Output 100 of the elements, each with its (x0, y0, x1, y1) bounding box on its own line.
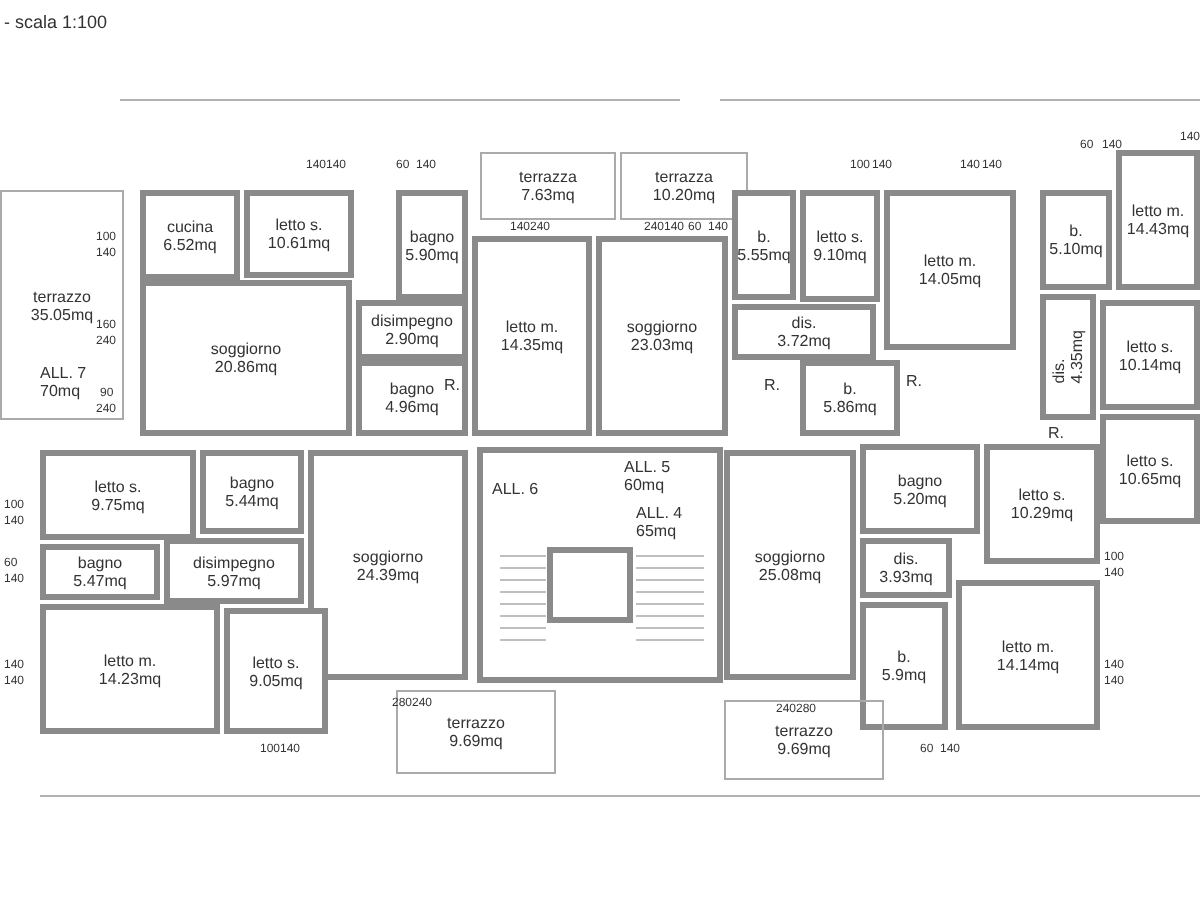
room-area: 5.10mq (1049, 240, 1103, 258)
room (200, 450, 304, 534)
room-area: 14.43mq (1126, 220, 1190, 238)
terrace-area (0, 190, 124, 420)
room-area: 23.03mq (630, 336, 694, 354)
room-name: bagno (409, 227, 455, 245)
room-area: 9.05mq (249, 671, 303, 689)
room-area: 9.10mq (813, 246, 867, 264)
room (732, 304, 876, 360)
room-name: b. (1069, 222, 1083, 240)
room-name: terrazzo (447, 714, 505, 732)
room (396, 190, 468, 300)
room-name: letto s. (275, 216, 323, 234)
room-name: disimpegno (371, 312, 453, 330)
room-name: letto s. (1126, 451, 1174, 469)
room-area: 10.20mq (652, 186, 716, 204)
room-name: bagno (229, 474, 275, 492)
room-area: 20.86mq (214, 358, 278, 376)
room-name: soggiorno (352, 547, 424, 565)
room-area: 9.75mq (91, 495, 145, 513)
room-name: cucina (166, 217, 214, 235)
room (40, 450, 196, 540)
room-name: letto s. (252, 653, 300, 671)
room (724, 450, 856, 680)
room (356, 300, 468, 360)
room-area: 24.39mq (356, 565, 420, 583)
room-name: terrazzo (33, 287, 91, 305)
room (1040, 294, 1096, 420)
room-name: soggiorno (626, 318, 698, 336)
room (984, 444, 1100, 564)
room-area: 35.05mq (30, 305, 94, 323)
room (1100, 300, 1200, 410)
room (1116, 150, 1200, 290)
room-name: letto s. (816, 228, 864, 246)
room-name: letto m. (923, 252, 977, 270)
scale-title: - scala 1:100 (4, 12, 108, 32)
room (1100, 414, 1200, 524)
room-name: bagno (389, 380, 435, 398)
room (884, 190, 1016, 350)
room-area: 9.69mq (449, 732, 503, 750)
room (244, 190, 354, 278)
room (40, 604, 220, 734)
room-name: letto s. (1018, 486, 1066, 504)
room-name: terrazza (655, 168, 713, 186)
room-name: letto s. (1126, 337, 1174, 355)
room-name: bagno (897, 471, 943, 489)
room (860, 538, 952, 598)
room-area: 9.69mq (777, 740, 831, 758)
room-area: 3.72mq (777, 332, 831, 350)
room-area: 10.61mq (267, 234, 331, 252)
room-area: 5.97mq (207, 571, 261, 589)
room (800, 360, 900, 436)
room-name: dis. (893, 550, 919, 568)
room-name: letto m. (103, 651, 157, 669)
room-area: 6.52mq (163, 235, 217, 253)
room-area: 5.44mq (225, 492, 279, 510)
room-name: letto s. (94, 477, 142, 495)
room (40, 544, 160, 600)
room (356, 360, 468, 436)
closet-label: R. (1048, 424, 1064, 442)
room-name: bagno (77, 554, 123, 572)
terrace-area (724, 700, 884, 780)
room-name: letto m. (1001, 637, 1055, 655)
room-name: disimpegno (193, 553, 275, 571)
room (860, 602, 948, 730)
room-name: dis. (791, 314, 817, 332)
room-area: 5.9mq (881, 666, 927, 684)
room-area: 4.96mq (385, 398, 439, 416)
room-name: soggiorno (754, 547, 826, 565)
room-area: 2.90mq (385, 330, 439, 348)
room-name: letto m. (1131, 202, 1185, 220)
closet-label: R. (906, 372, 922, 390)
apartment-label: ALL. 5 60mq (624, 458, 673, 494)
room-area: 5.86mq (823, 398, 877, 416)
room-area: 3.93mq (879, 568, 933, 586)
room (164, 538, 304, 604)
room-name: b. (843, 380, 857, 398)
room (140, 190, 240, 280)
room-name: b. (757, 227, 771, 245)
room-area: 5.20mq (893, 489, 947, 507)
room (860, 444, 980, 534)
terrace-area (480, 152, 616, 220)
room (800, 190, 880, 302)
room-area: 5.55mq (737, 245, 791, 263)
room-area: 14.14mq (996, 655, 1060, 673)
room (732, 190, 796, 300)
room (472, 236, 592, 436)
apartment-label: ALL. 4 65mq (636, 504, 685, 540)
apartment-label: ALL. 6 (492, 480, 541, 498)
closet-label: R. (764, 376, 780, 394)
room-name: terrazzo (775, 722, 833, 740)
closet-label: R. (444, 376, 460, 394)
room-area: 14.35mq (500, 336, 564, 354)
room-name: b. (897, 648, 911, 666)
room-name: dis. (1050, 356, 1068, 384)
room-area: 4.35mq (1068, 330, 1086, 384)
room-area: 14.05mq (918, 270, 982, 288)
room (596, 236, 728, 436)
room-area: 10.14mq (1118, 355, 1182, 373)
room-area: 5.47mq (73, 572, 127, 590)
